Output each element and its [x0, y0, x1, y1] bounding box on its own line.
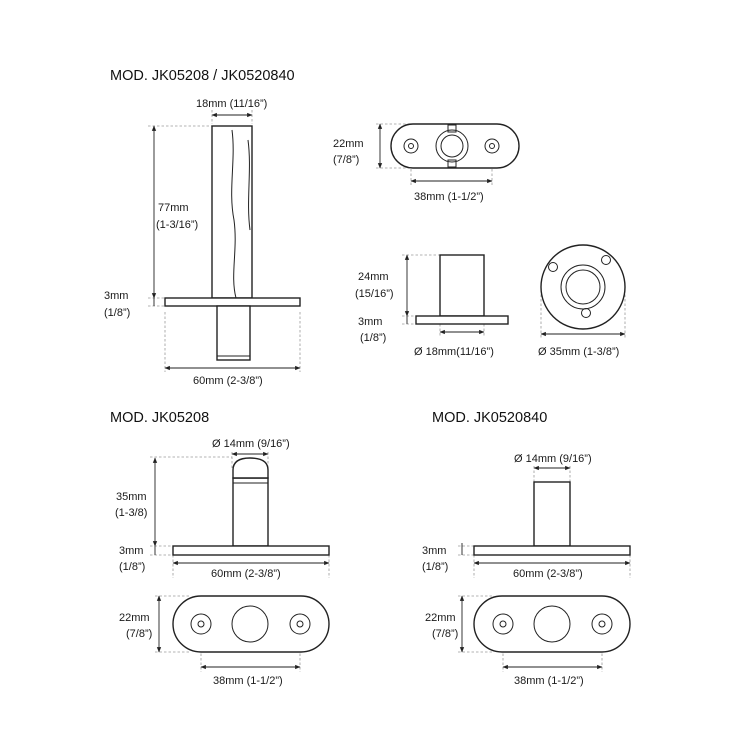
jk0520840-plate-length-label: 60mm (2-3/8”): [513, 568, 583, 580]
socket-plate-in-label: (1/8”): [360, 332, 386, 344]
jk0520840-heading: MOD. JK0520840: [432, 410, 547, 426]
flange-diameter-label: Ø 35mm (1-3/8”): [538, 346, 619, 358]
jk05208-width-in-label: (7/8”): [126, 628, 152, 640]
plate-width-in-label: (7/8”): [333, 154, 359, 166]
plate-length-label: 60mm (2-3/8”): [193, 375, 263, 387]
socket-plate-mm-label: 3mm: [358, 316, 382, 328]
shaft-width-label: 18mm (11/16”): [196, 98, 267, 110]
socket-diameter-label: Ø 18mm(11/16”): [414, 346, 494, 358]
pin-elevation-drawing: [148, 110, 301, 372]
jk05208-pin-diameter-label: Ø 14mm (9/16”): [212, 438, 290, 450]
shaft-height-mm-label: 77mm: [158, 202, 189, 214]
main-heading: MOD. JK05208 / JK0520840: [110, 68, 295, 84]
socket-top-view: [540, 244, 626, 338]
jk0520840-plate-top-view: [458, 595, 631, 672]
jk05208-heading: MOD. JK05208: [110, 410, 209, 426]
jk05208-width-mm-label: 22mm: [119, 612, 150, 624]
socket-height-mm-label: 24mm: [358, 271, 389, 283]
socket-side-view: [402, 254, 509, 336]
jk0520840-width-in-label: (7/8”): [432, 628, 458, 640]
jk05208-plate-in-label: (1/8”): [119, 561, 145, 573]
jk0520840-plate-in-label: (1/8”): [422, 561, 448, 573]
jk05208-height-in-label: (1-3/8): [115, 507, 147, 519]
jk0520840-plate-mm-label: 3mm: [422, 545, 446, 557]
jk0520840-hole-spacing-label: 38mm (1-1/2”): [514, 675, 584, 687]
plate-thickness-in-label: (1/8”): [104, 307, 130, 319]
jk0520840-pin-diameter-label: Ø 14mm (9/16”): [514, 453, 592, 465]
jk0520840-width-mm-label: 22mm: [425, 612, 456, 624]
jk05208-hole-spacing-label: 38mm (1-1/2”): [213, 675, 283, 687]
jk05208-plate-mm-label: 3mm: [119, 545, 143, 557]
socket-height-in-label: (15/16”): [355, 288, 394, 300]
jk05208-plate-top-view: [155, 595, 330, 672]
oval-plate-top-view: [376, 123, 520, 186]
plate-width-mm-label: 22mm: [333, 138, 364, 150]
shaft-height-in-label: (1-3/16”): [156, 219, 198, 231]
hole-spacing-label: 38mm (1-1/2”): [414, 191, 484, 203]
plate-thickness-mm-label: 3mm: [104, 290, 128, 302]
jk05208-height-mm-label: 35mm: [116, 491, 147, 503]
jk05208-elevation: [150, 451, 330, 578]
jk0520840-elevation: [458, 465, 631, 578]
jk05208-plate-length-label: 60mm (2-3/8”): [211, 568, 281, 580]
